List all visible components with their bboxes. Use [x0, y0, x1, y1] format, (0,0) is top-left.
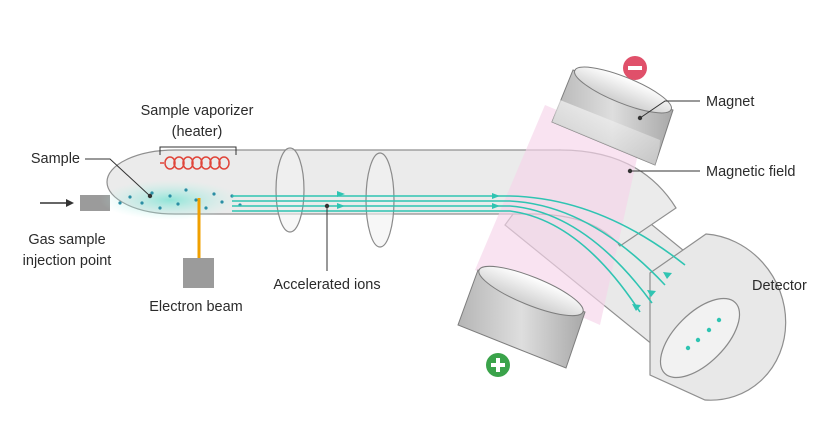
magnetic-field-region — [475, 105, 640, 325]
leader-lines — [85, 100, 700, 271]
label-heater: (heater) — [172, 124, 223, 140]
label-sample: Sample — [31, 151, 80, 167]
label-electron-beam: Electron beam — [149, 299, 243, 315]
minus-icon — [623, 56, 647, 80]
magnet-bottom — [457, 265, 586, 369]
arrow-right-icon — [40, 199, 74, 207]
ion-beams — [232, 195, 686, 313]
sample-cloud — [100, 180, 240, 220]
label-accelerated-ions: Accelerated ions — [273, 277, 380, 293]
plus-icon — [486, 353, 510, 377]
ion-beam-arrows — [337, 191, 672, 311]
label-sample-vaporizer: Sample vaporizer — [141, 103, 254, 119]
label-magnet: Magnet — [706, 94, 754, 110]
detector-hits — [685, 317, 722, 351]
accelerator-plate-1 — [275, 147, 305, 233]
label-gas-sample: Gas sample — [28, 232, 105, 248]
label-detector: Detector — [752, 278, 807, 294]
label-magnetic-field: Magnetic field — [706, 164, 795, 180]
magnet-top — [551, 66, 674, 166]
label-injection-point: injection point — [23, 253, 112, 269]
heater-coil — [160, 156, 230, 170]
electron-gun — [183, 258, 214, 288]
accelerator-plate-2 — [365, 152, 395, 248]
